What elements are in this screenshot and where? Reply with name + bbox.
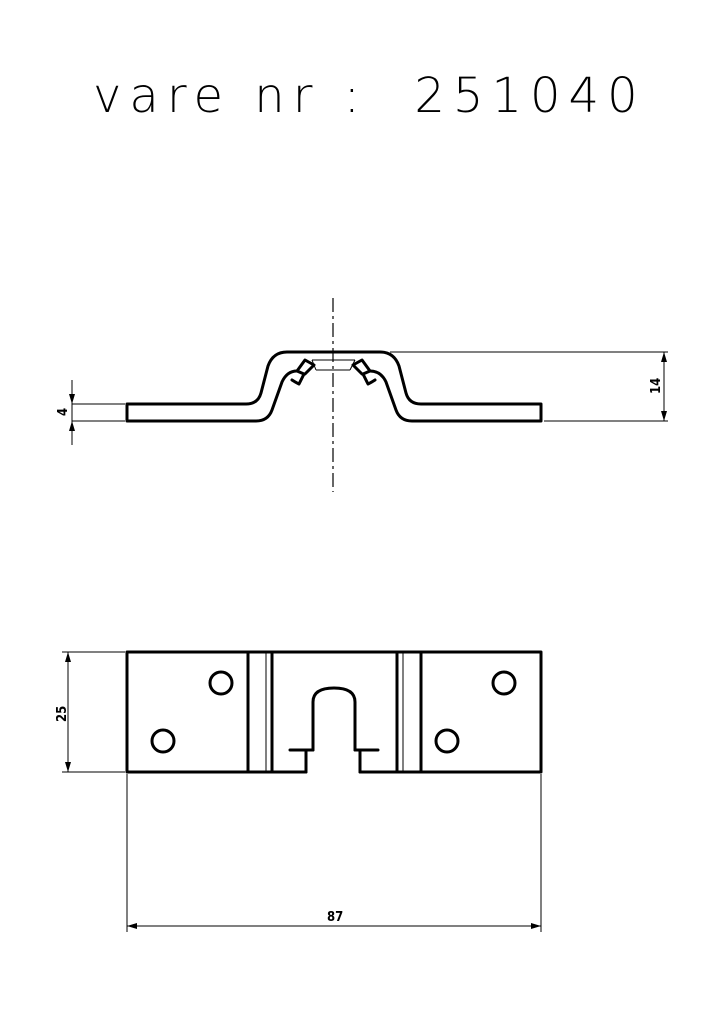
side-view-left-arm xyxy=(125,350,543,423)
dimension-width-label: 25 xyxy=(55,706,70,722)
mounting-hole xyxy=(491,670,517,696)
dimension-length: 87 xyxy=(126,774,542,932)
top-view: 25 87 xyxy=(55,650,543,932)
side-view-right-clip xyxy=(351,358,377,386)
top-view-slot-tab-right xyxy=(353,748,380,774)
dimension-height: 14 xyxy=(390,351,668,422)
top-view-slot-tab-left xyxy=(288,748,315,774)
side-view-slot xyxy=(311,359,356,371)
mounting-hole xyxy=(150,728,176,754)
dimension-length-label: 87 xyxy=(327,910,343,925)
dimension-height-label: 14 xyxy=(649,378,664,394)
mounting-hole xyxy=(208,670,234,696)
drawing-title: vare nr : 251040 xyxy=(93,68,646,124)
dimension-thickness: 4 xyxy=(56,380,125,445)
dimension-width: 25 xyxy=(55,651,125,773)
top-view-outline xyxy=(125,650,543,774)
side-view-left-clip xyxy=(290,358,316,386)
side-view: 4 14 xyxy=(56,298,668,492)
mounting-hole xyxy=(434,728,460,754)
dimension-thickness-label: 4 xyxy=(56,408,71,416)
